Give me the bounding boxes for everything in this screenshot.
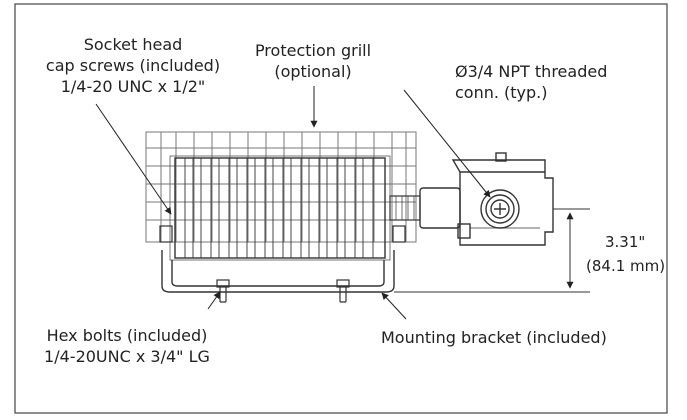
npt-conn-line-1: Ø3/4 NPT threaded xyxy=(455,62,608,81)
npt-port xyxy=(480,189,520,229)
dimension-mm: (84.1 mm) xyxy=(586,257,666,275)
protection-grill-label: Protection grill (optional) xyxy=(228,40,398,82)
hex-bolts-label: Hex bolts (included) 1/4-20UNC x 3/4" LG xyxy=(24,325,230,367)
npt-conn-label: Ø3/4 NPT threaded conn. (typ.) xyxy=(455,61,607,103)
socket-screws-line-2: cap screws (included) xyxy=(45,56,221,75)
dimension-inches: 3.31" xyxy=(605,233,646,251)
junction-box xyxy=(419,152,554,246)
socket-screws-line-3: 1/4-20 UNC x 1/2" xyxy=(60,77,206,96)
left-tab xyxy=(159,225,173,243)
right-tab xyxy=(392,225,406,243)
dimension-label: 3.31" (84.1 mm) xyxy=(586,232,665,277)
protection-grill xyxy=(145,131,417,243)
frame-border xyxy=(14,3,668,414)
socket-screws-label: Socket head cap screws (included) 1/4-20… xyxy=(38,34,228,97)
dimension-indicator xyxy=(394,208,590,293)
leader-lines xyxy=(95,86,491,320)
protection-grill-line-2: (optional) xyxy=(274,62,352,81)
hex-bolts-line-1: Hex bolts (included) xyxy=(46,326,208,345)
protection-grill-line-1: Protection grill xyxy=(254,41,372,60)
heater-element xyxy=(169,155,391,261)
mounting-bracket-text: Mounting bracket (included) xyxy=(381,328,607,347)
mounting-bracket-label: Mounting bracket (included) xyxy=(381,327,607,348)
mounting-bracket xyxy=(161,250,395,293)
socket-screws-line-1: Socket head xyxy=(83,35,183,54)
npt-conn-line-2: conn. (typ.) xyxy=(455,83,548,102)
hex-bolts-line-2: 1/4-20UNC x 3/4" LG xyxy=(44,347,210,366)
hex-bolts xyxy=(216,279,350,303)
